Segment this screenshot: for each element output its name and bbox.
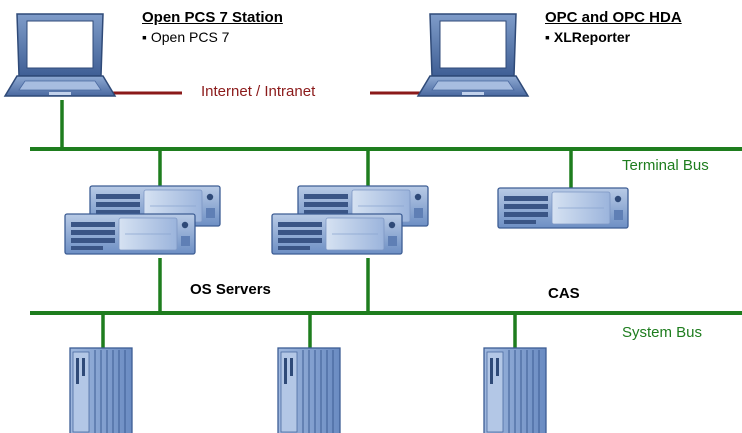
- server-icon: [271, 213, 403, 255]
- controller-icon: [69, 347, 133, 433]
- cas-label: CAS: [548, 285, 580, 302]
- system-bus: [30, 258, 742, 349]
- os-servers-label: OS Servers: [190, 281, 271, 298]
- station-bullet-open-pcs7: ▪ Open PCS 7: [142, 29, 229, 45]
- station-title-open-pcs7: Open PCS 7 Station: [142, 9, 283, 26]
- network-label: Internet / Intranet: [201, 83, 316, 100]
- station-bullet-text: XLReporter: [553, 29, 631, 45]
- system-bus-label: System Bus: [622, 324, 703, 341]
- laptop-icon: [4, 13, 116, 97]
- server-icon: [497, 187, 629, 229]
- station-bullet-text: Open PCS 7: [150, 29, 230, 45]
- controller-icon: [277, 347, 341, 433]
- terminal-bus-label: Terminal Bus: [622, 157, 709, 174]
- station-title-opc: OPC and OPC HDA: [545, 9, 682, 26]
- bullet-marker: ▪: [142, 29, 147, 45]
- controller-icon: [483, 347, 547, 433]
- bullet-marker: ▪: [545, 29, 550, 45]
- station-bullet-opc: ▪ XLReporter: [545, 29, 630, 45]
- terminal-bus: [30, 100, 742, 188]
- laptop-icon: [417, 13, 529, 97]
- server-icon: [64, 213, 196, 255]
